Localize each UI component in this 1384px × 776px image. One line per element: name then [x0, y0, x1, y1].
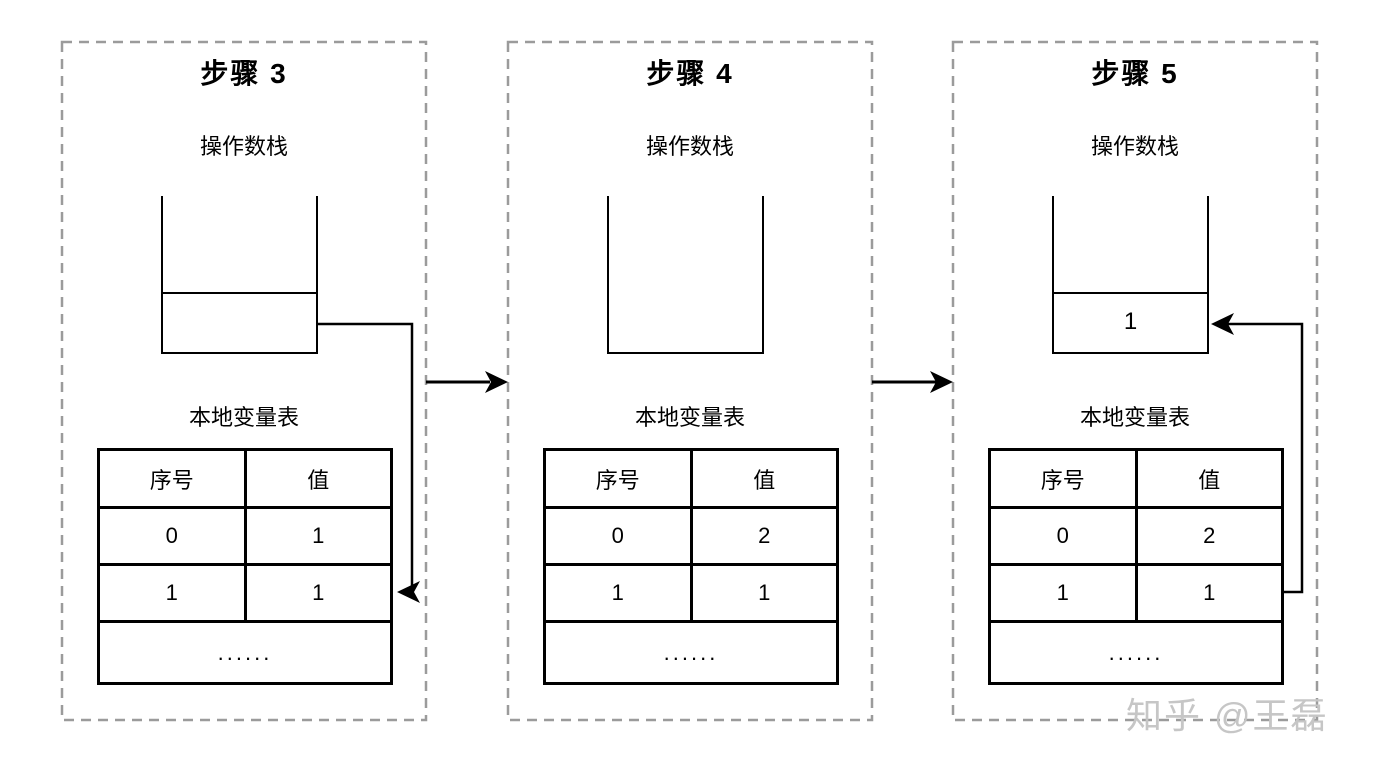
- cell-value: 1: [689, 563, 839, 623]
- ellipsis-cell: ......: [988, 620, 1284, 685]
- table-row: 1 1: [543, 563, 839, 623]
- header-index: 序号: [97, 448, 247, 509]
- local-variable-table-label: 本地变量表: [1079, 405, 1190, 430]
- cell-value: 1: [243, 563, 393, 623]
- header-index: 序号: [543, 448, 693, 509]
- local-variable-table: 序号 值 0 2 1 1 ......: [543, 448, 839, 685]
- header-value: 值: [243, 448, 393, 509]
- panel-title: 步骤 3: [200, 58, 288, 89]
- watermark: 知乎 @王磊: [1126, 695, 1329, 736]
- local-variable-table: 序号 值 0 2 1 1 ......: [988, 448, 1284, 685]
- header-value: 值: [1134, 448, 1284, 509]
- local-variable-table-label: 本地变量表: [188, 405, 299, 430]
- table-ellipsis-row: ......: [988, 620, 1284, 685]
- header-index: 序号: [988, 448, 1138, 509]
- table-header-row: 序号 值: [543, 448, 839, 509]
- table-header-row: 序号 值: [97, 448, 393, 509]
- panel-step-3: 步骤 3 操作数栈 本地变量表 序号 值 0 1 1 1 ......: [62, 42, 426, 720]
- table-row: 0 2: [988, 506, 1284, 566]
- table-row: 0 2: [543, 506, 839, 566]
- table-ellipsis-row: ......: [97, 620, 393, 685]
- cell-index: 1: [988, 563, 1138, 623]
- operand-stack-empty: [607, 196, 764, 354]
- panel-step-4: 步骤 4 操作数栈 本地变量表 序号 值 0 2 1 1 ......: [508, 42, 872, 720]
- arrow-right-icon: [930, 371, 953, 393]
- cell-value: 1: [243, 506, 393, 566]
- cell-value: 2: [1134, 506, 1284, 566]
- panel-step-5: 步骤 5 操作数栈 1 本地变量表 序号 值 0 2 1 1 ......: [953, 42, 1317, 720]
- cell-index: 0: [97, 506, 247, 566]
- header-value: 值: [689, 448, 839, 509]
- table-ellipsis-row: ......: [543, 620, 839, 685]
- arrow-right-icon: [485, 371, 508, 393]
- table-header-row: 序号 值: [988, 448, 1284, 509]
- cell-value: 2: [689, 506, 839, 566]
- cell-value: 1: [1134, 563, 1284, 623]
- cell-index: 1: [97, 563, 247, 623]
- local-variable-table: 序号 值 0 1 1 1 ......: [97, 448, 393, 685]
- local-variable-table-label: 本地变量表: [634, 405, 745, 430]
- operand-stack-label: 操作数栈: [1090, 134, 1179, 159]
- table-row: 1 1: [97, 563, 393, 623]
- ellipsis-cell: ......: [97, 620, 393, 685]
- table-row: 0 1: [97, 506, 393, 566]
- table-row: 1 1: [988, 563, 1284, 623]
- operand-stack: [161, 196, 318, 354]
- cell-index: 1: [543, 563, 693, 623]
- panel-title: 步骤 4: [646, 58, 734, 89]
- stack-slot: [163, 292, 316, 352]
- panel-title: 步骤 5: [1091, 58, 1179, 89]
- operand-stack-label: 操作数栈: [199, 134, 288, 159]
- operand-stack-label: 操作数栈: [645, 134, 734, 159]
- ellipsis-cell: ......: [543, 620, 839, 685]
- cell-index: 0: [543, 506, 693, 566]
- cell-index: 0: [988, 506, 1138, 566]
- operand-stack: 1: [1052, 196, 1209, 354]
- stack-slot: 1: [1054, 292, 1207, 352]
